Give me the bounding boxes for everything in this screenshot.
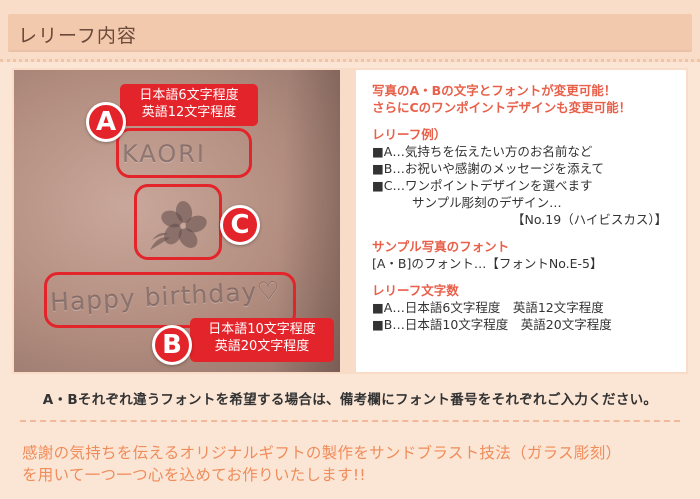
font-note: A・Bそれぞれ違うフォントを希望する場合は、備考欄にフォント番号をそれぞれご入力… [42,392,658,408]
count-line-b: ■B…日本語10文字程度 英語20文字程度 [372,317,612,332]
example-sub-2: 【No.19（ハイビスカス）】 [512,212,668,227]
badge-c: C [220,205,260,245]
header-band [8,14,692,52]
area-b-label-line1: 日本語10文字程度 [208,322,316,337]
section-header: レリーフ内容 [0,0,700,62]
example-line-c: ■C…ワンポイントデザインを選べます [372,178,593,193]
footer-line-1: 感謝の気持ちを伝えるオリジナルギフトの製作をサンドブラスト技法（ガラス彫刻） [22,444,622,462]
area-a-label-line1: 日本語6文字程度 [139,88,239,103]
info-box: 写真のA・Bの文字とフォントが変更可能！ さらにCのワンポイントデザインも変更可… [356,70,686,372]
area-b-label-line2: 英語20文字程度 [214,339,310,354]
area-a-label: 日本語6文字程度 英語12文字程度 [120,84,258,126]
area-c-outline [134,184,222,260]
area-a-label-line2: 英語12文字程度 [141,105,237,120]
example-line-a: ■A…気持ちを伝えたい方のお名前など [372,144,593,159]
area-b-label: 日本語10文字程度 英語20文字程度 [190,318,334,362]
badge-b: B [152,325,192,365]
footer-line-2: を用いて一つ一つ心を込めてお作りいたします!! [22,466,366,484]
badge-a: A [86,102,126,142]
font-heading: サンプル写真のフォント [372,239,510,254]
section-title: レリーフ内容 [18,25,137,47]
highlight-line-1: 写真のA・Bの文字とフォントが変更可能！ [372,83,617,98]
count-line-a: ■A…日本語6文字程度 英語12文字程度 [372,300,604,315]
example-sub-1: サンプル彫刻のデザイン… [412,195,562,210]
count-heading: レリーフ文字数 [372,283,459,298]
font-line: [A・B]のフォント…【フォントNo.E-5】 [372,256,603,271]
dashed-divider [20,420,680,422]
area-a-outline [116,128,252,178]
example-heading: レリーフ例） [372,127,447,142]
footer-message: 感謝の気持ちを伝えるオリジナルギフトの製作をサンドブラスト技法（ガラス彫刻） を… [22,442,682,486]
example-line-b: ■B…お祝いや感謝のメッセージを添えて [372,161,605,176]
hibiscus-engraving-icon [150,201,207,250]
engraving-name: KAORI [122,140,206,168]
highlight-line-2: さらにCのワンポイントデザインも変更可能！ [372,100,632,115]
